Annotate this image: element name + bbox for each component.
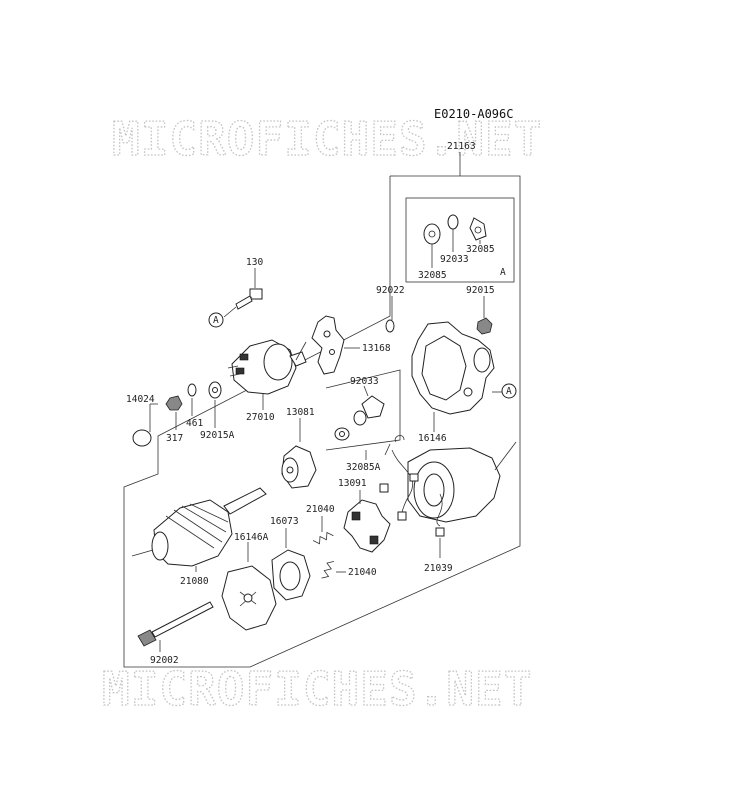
label-130: 130 <box>246 257 263 268</box>
label-21080: 21080 <box>180 576 209 587</box>
label-14024: 14024 <box>126 394 155 405</box>
label-32085-b: 32085 <box>418 270 447 281</box>
label-317: 317 <box>166 433 183 444</box>
label-13081: 13081 <box>286 407 315 418</box>
circlip-92033 <box>447 214 459 230</box>
label-92015a: 92015A <box>200 430 235 441</box>
terminal-parts <box>132 381 222 447</box>
label-16146a: 16146A <box>234 532 269 543</box>
label-92022: 92022 <box>376 285 405 296</box>
label-21040-b: 21040 <box>348 567 377 578</box>
spring-21040-b <box>321 561 346 579</box>
label-27010: 27010 <box>246 412 275 423</box>
kit-box-a <box>405 197 515 283</box>
housing-16146 <box>411 321 517 432</box>
solenoid-27010 <box>227 339 307 410</box>
label-16146: 16146 <box>418 433 447 444</box>
label-16073: 16073 <box>270 516 299 527</box>
label-13168: 13168 <box>362 343 391 354</box>
label-92002: 92002 <box>150 655 179 666</box>
watermark-top: MICROFICHES.NET <box>112 112 542 166</box>
label-92033-a: 92033 <box>440 254 469 265</box>
armature-21080 <box>131 487 267 572</box>
ref-a-kit: A <box>500 267 506 278</box>
label-21040-a: 21040 <box>306 504 335 515</box>
diagram-code: E0210-A096C <box>434 107 513 121</box>
spring-21040-a <box>312 516 334 545</box>
label-92033-b: 92033 <box>350 376 379 387</box>
brush-holder-13091 <box>343 490 391 553</box>
label-32085-a: 32085 <box>466 244 495 255</box>
kit-box-92033 <box>325 369 401 460</box>
bolt-130 <box>208 268 263 328</box>
label-32085a: 32085A <box>346 462 381 473</box>
pinion-clutch-13081 <box>281 418 317 489</box>
label-21163: 21163 <box>447 141 476 152</box>
label-21039: 21039 <box>424 563 453 574</box>
ref-a-left: A <box>213 315 219 326</box>
shift-lever-13168 <box>311 315 360 375</box>
nut-92015 <box>476 296 493 335</box>
ref-a-right: A <box>506 386 512 397</box>
label-461: 461 <box>186 418 203 429</box>
watermark-bottom: MICROFICHES.NET <box>102 662 532 716</box>
yoke-field-coil <box>379 435 517 558</box>
label-13091: 13091 <box>338 478 367 489</box>
through-bolt-92002 <box>137 601 214 652</box>
washer-92022 <box>385 296 395 333</box>
brush-plate-16073 <box>271 528 311 601</box>
label-92015: 92015 <box>466 285 495 296</box>
rear-cover-16146a <box>221 542 277 631</box>
